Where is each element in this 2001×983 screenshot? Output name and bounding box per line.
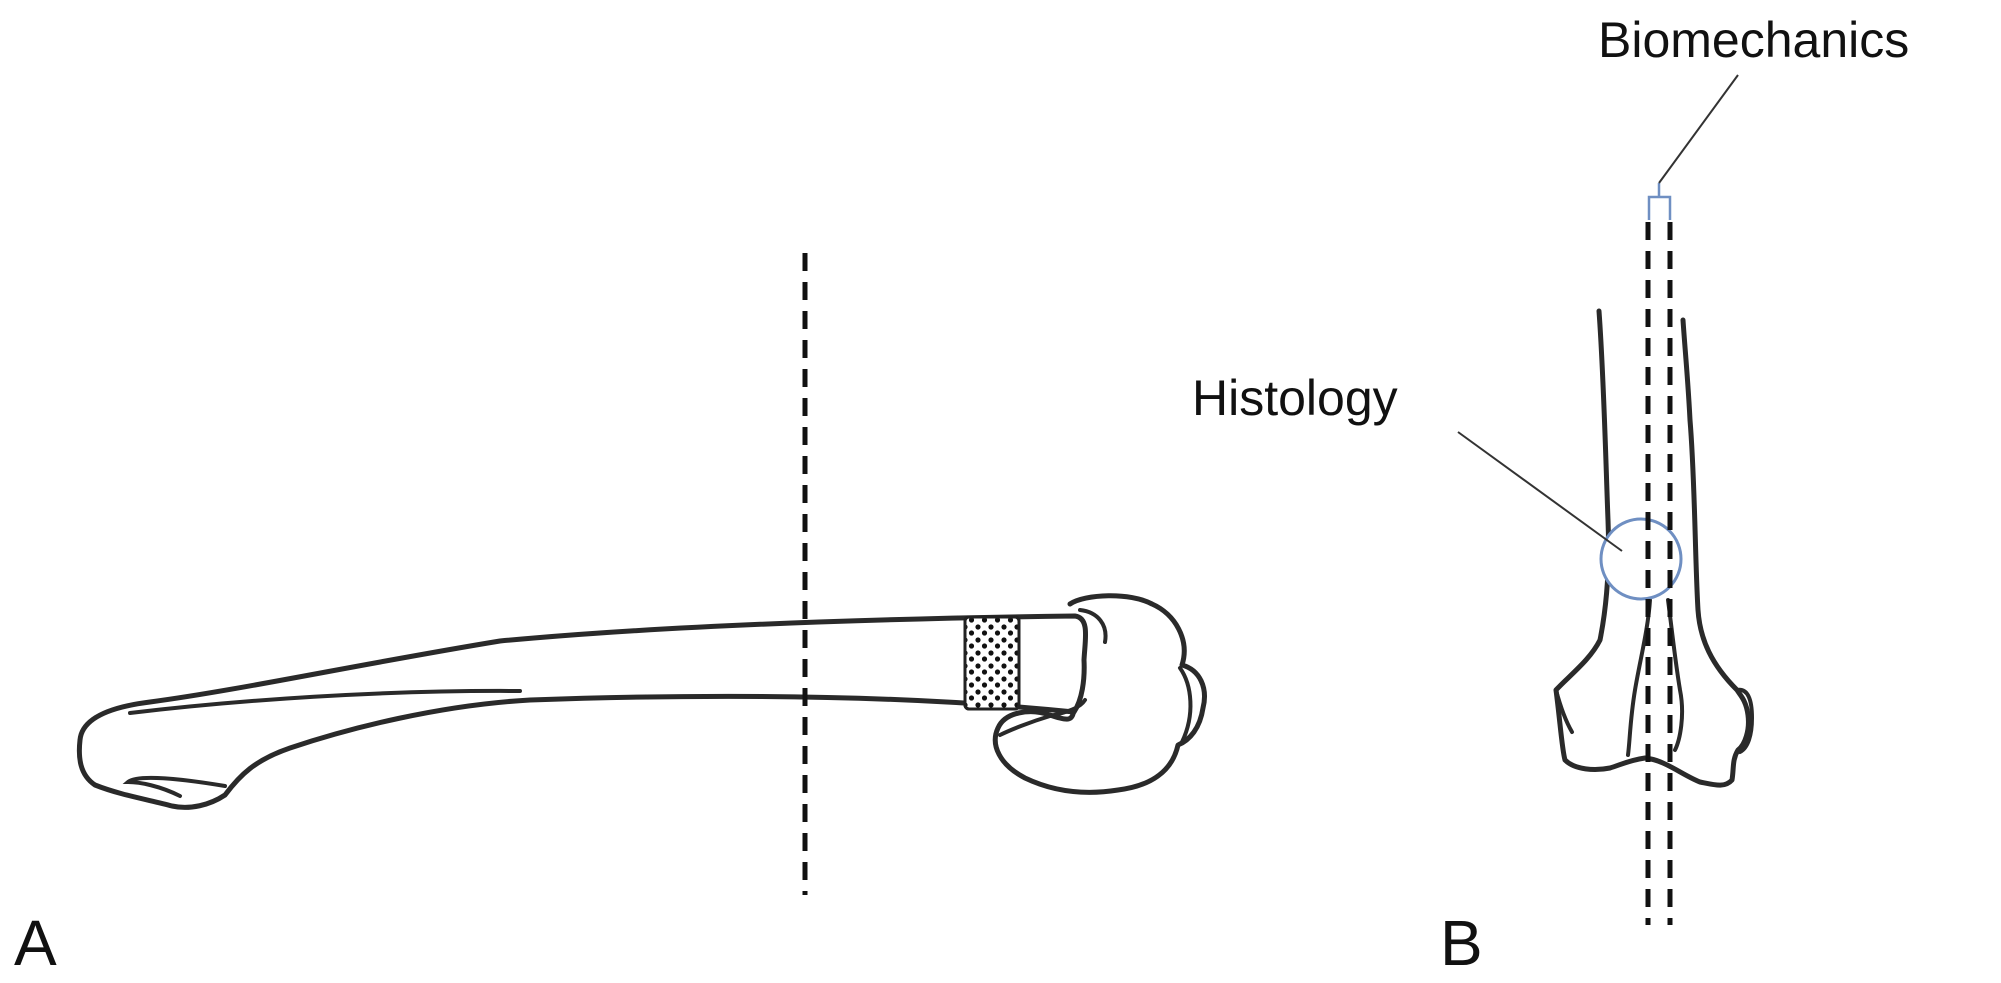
histology-sample-circle [1599, 517, 1683, 601]
histology-label: Histology [1192, 370, 1398, 426]
histology-sample-rectangle [963, 615, 1021, 711]
histology-leader-line [1457, 431, 1623, 552]
biomechanics-label: Biomechanics [1598, 12, 1909, 68]
panel-a: A [14, 253, 1207, 979]
biomechanics-leader-line [1658, 74, 1739, 184]
bone-lateral-view [76, 593, 1207, 810]
biomechanics-bracket [1647, 183, 1672, 220]
panel-label-b: B [1440, 907, 1483, 979]
panel-b: Histology Biomechanics B [1192, 12, 1909, 979]
panel-label-a: A [14, 907, 57, 979]
